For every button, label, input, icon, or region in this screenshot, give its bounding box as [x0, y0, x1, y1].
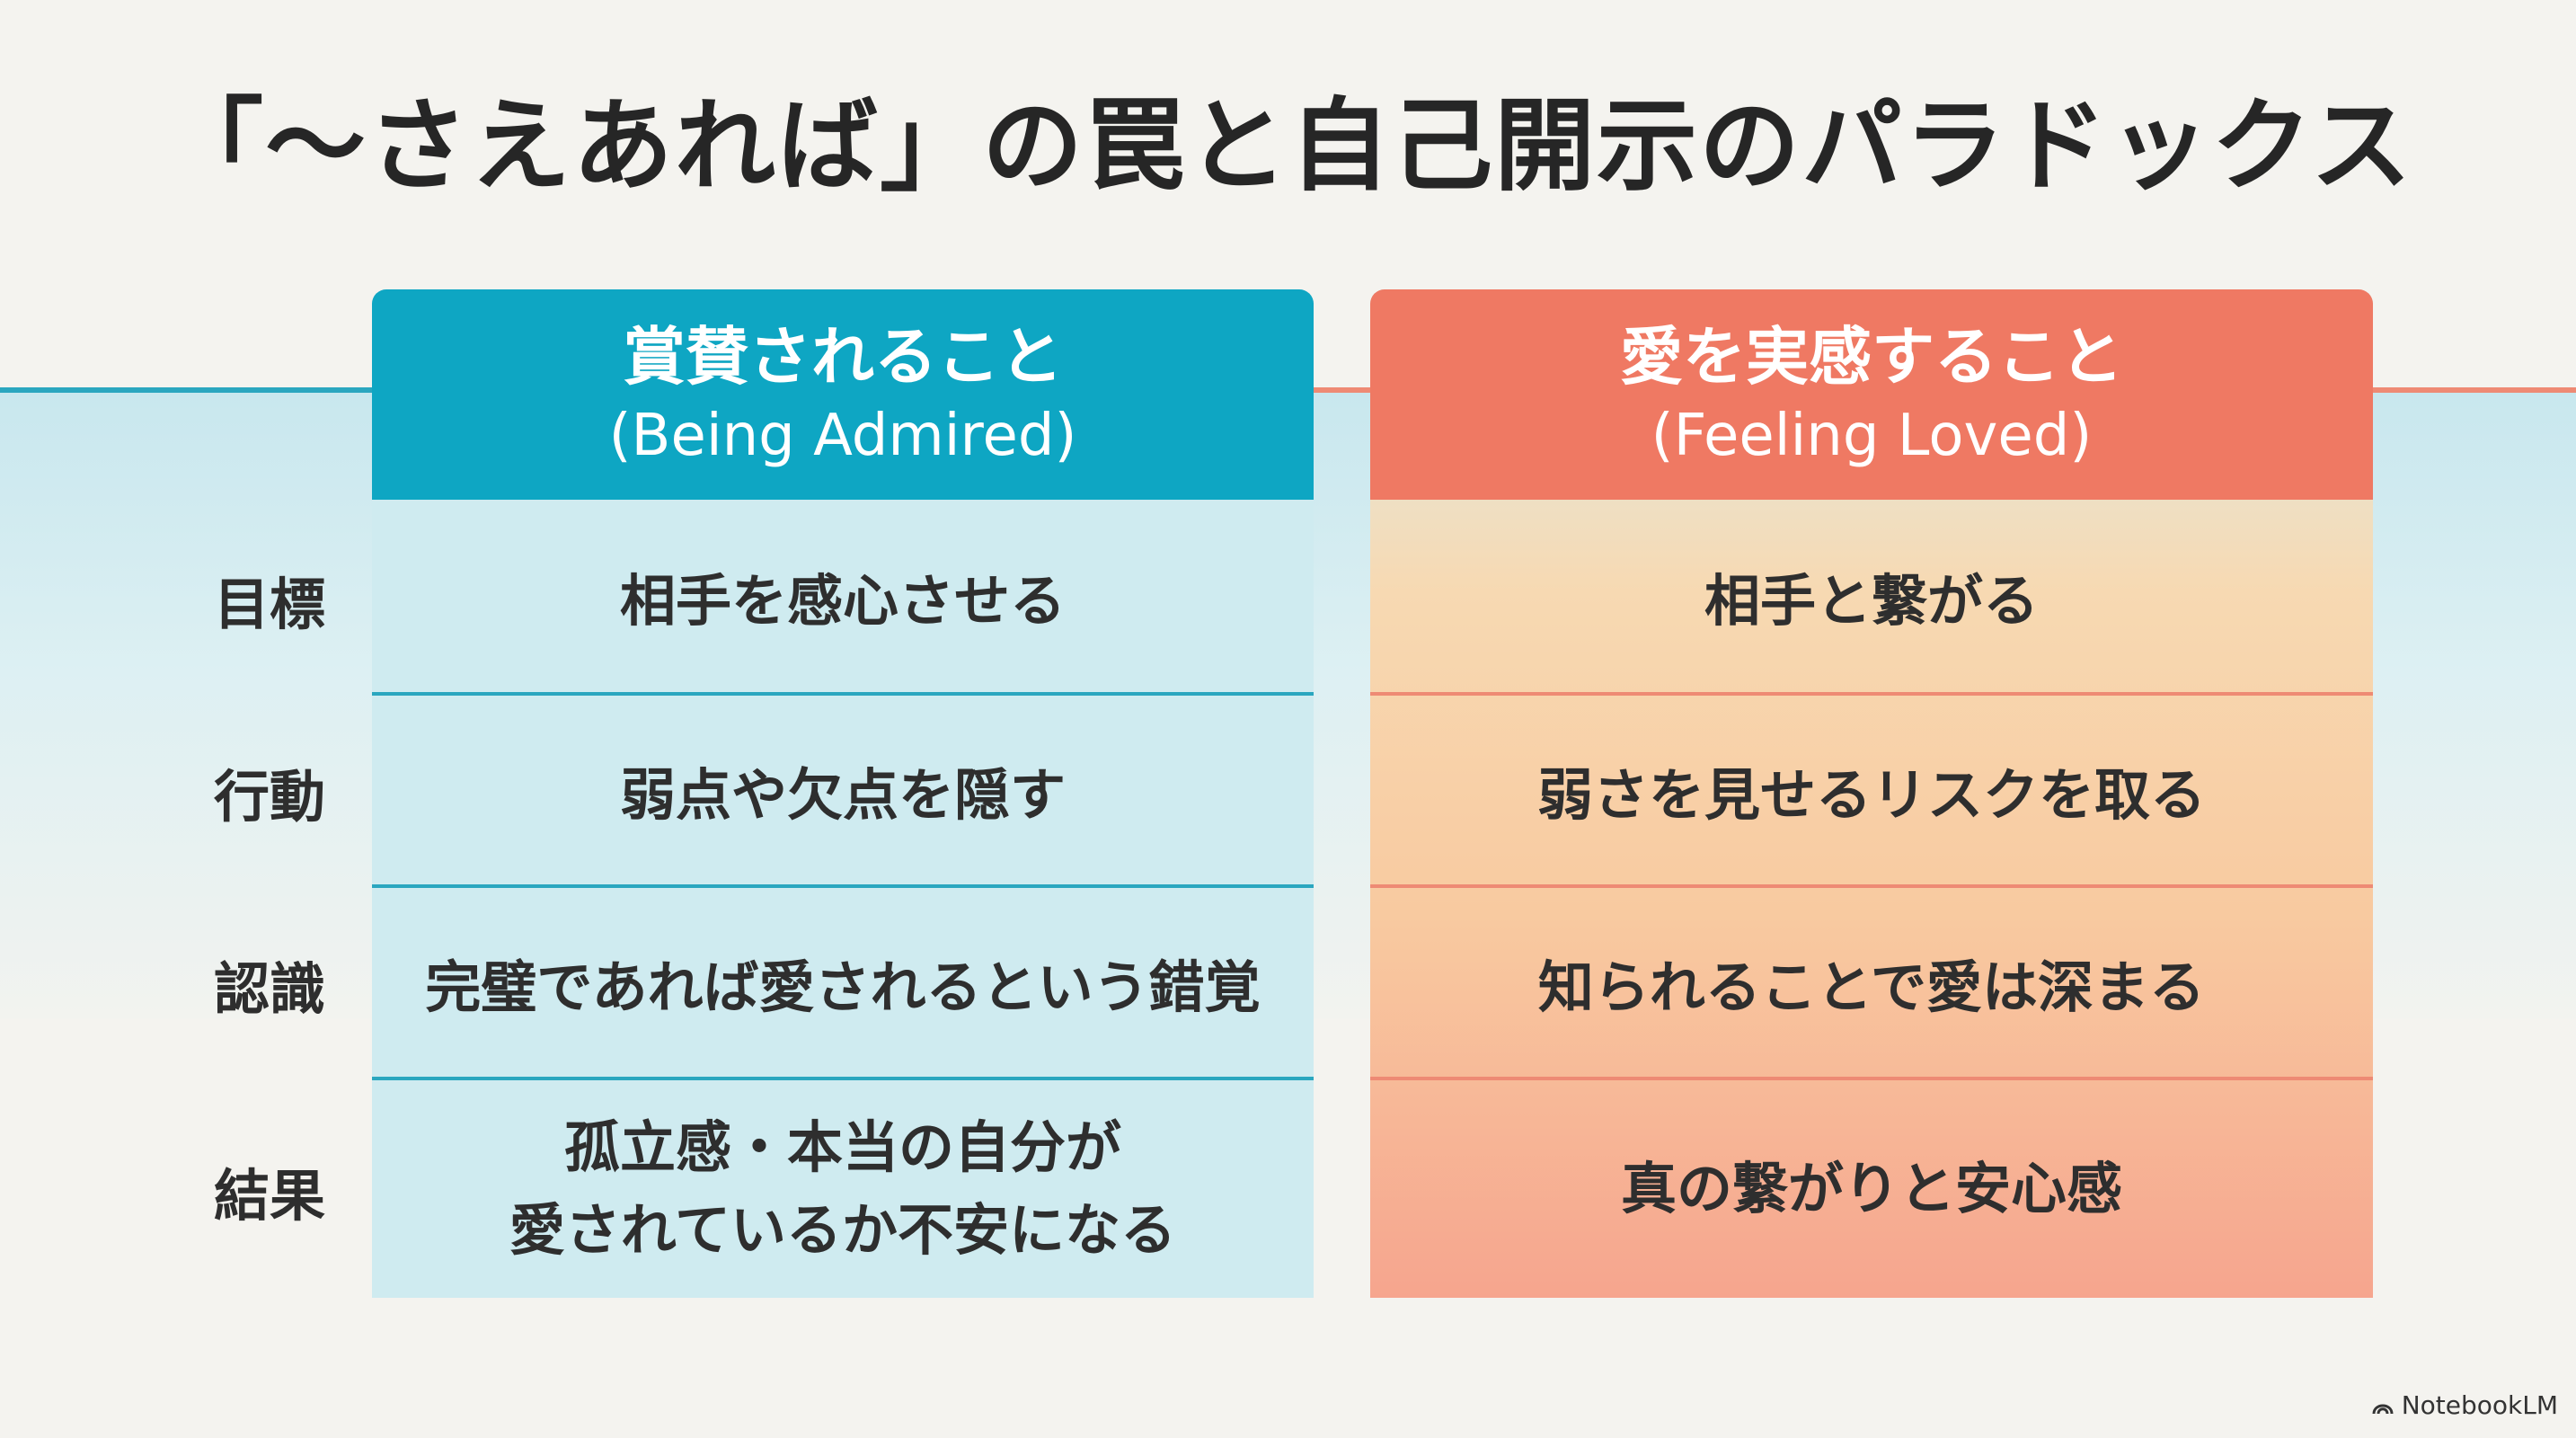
cell-admired-result: 孤立感・本当の自分が 愛されているか不安になる	[372, 1077, 1314, 1298]
cell-admired-result-line2: 愛されているか不安になる	[509, 1197, 1177, 1263]
cell-loved-action: 弱さを見せるリスクを取る	[1370, 692, 2373, 884]
notebooklm-logo-icon	[2372, 1404, 2394, 1414]
column-heading: 愛を実感すること	[1620, 320, 2123, 394]
watermark-label: NotebookLM	[2401, 1390, 2558, 1420]
row-label-result: 結果	[213, 1163, 325, 1229]
column-subheading: (Feeling Loved)	[1651, 403, 2093, 469]
column-heading: 賞賛されること	[623, 320, 1063, 394]
cell-admired-perception: 完璧であれば愛されるという錯覚	[372, 884, 1314, 1077]
column-header-admired: 賞賛されること (Being Admired)	[372, 289, 1314, 500]
column-subheading: (Being Admired)	[608, 403, 1077, 469]
row-label-perception: 認識	[213, 956, 325, 1022]
notebooklm-watermark: NotebookLM	[2371, 1390, 2558, 1420]
cell-loved-result: 真の繋がりと安心感	[1370, 1077, 2373, 1298]
cell-admired-result-line1: 孤立感・本当の自分が	[563, 1114, 1121, 1180]
page-title: 「～さえあれば」の罠と自己開示のパラドックス	[163, 88, 2413, 205]
cell-admired-action: 弱点や欠点を隠す	[372, 692, 1314, 884]
column-header-loved: 愛を実感すること (Feeling Loved)	[1370, 289, 2373, 500]
row-label-action: 行動	[213, 764, 325, 830]
cell-admired-goal: 相手を感心させる	[619, 568, 1066, 634]
cell-loved-perception: 知られることで愛は深まる	[1370, 884, 2373, 1077]
cell-loved-goal: 相手と繋がる	[1704, 568, 2039, 634]
column-being-admired: 賞賛されること (Being Admired) 相手を感心させる 弱点や欠点を隠…	[372, 289, 1314, 1298]
row-label-goal: 目標	[213, 572, 325, 637]
column-feeling-loved: 愛を実感すること (Feeling Loved) 相手と繋がる 弱さを見せるリス…	[1370, 289, 2373, 1298]
